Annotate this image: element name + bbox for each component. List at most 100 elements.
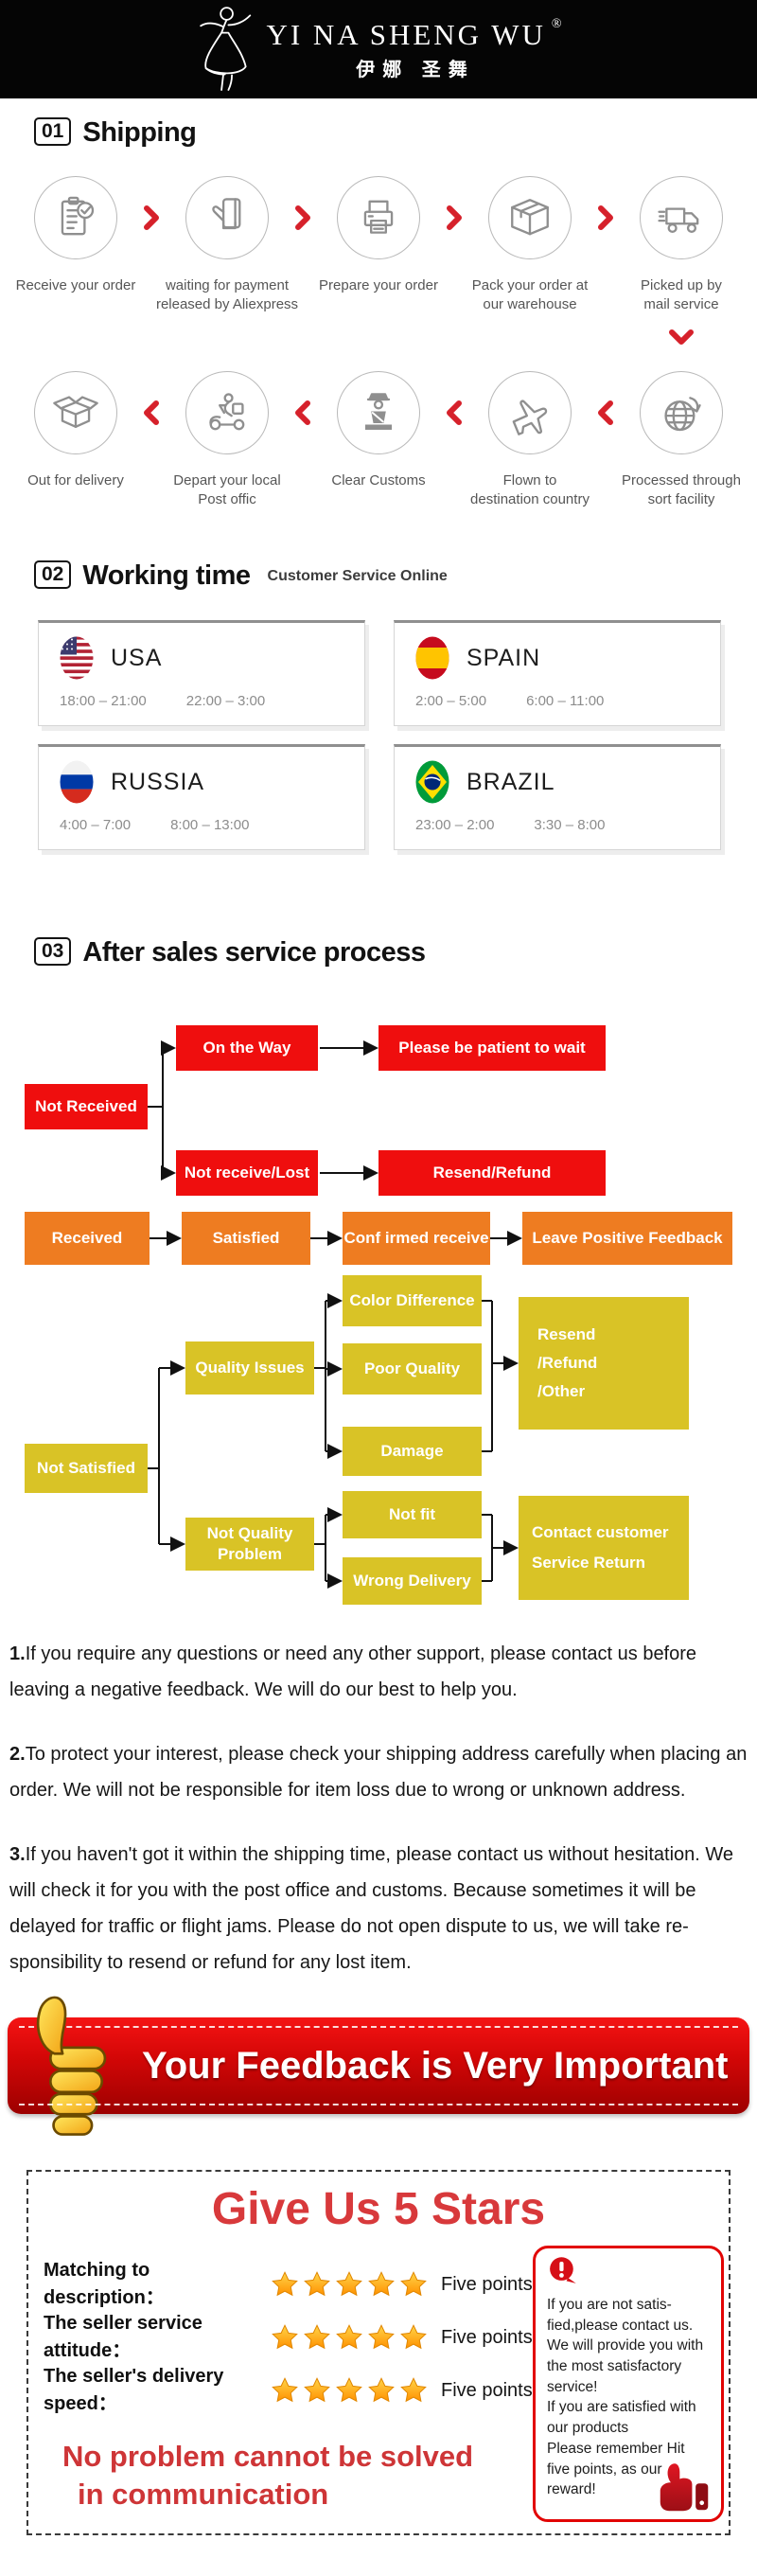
service-hours: 3:30 – 8:00 <box>534 817 606 833</box>
section-title-text: After sales service process <box>82 937 426 968</box>
star-icon <box>400 2377 427 2403</box>
star-icon <box>368 2271 395 2297</box>
five-stars-title: Give Us 5 Stars <box>211 2184 546 2234</box>
step-label: Prepare your order <box>319 277 438 293</box>
working-time-cards: USA 18:00 – 21:00 22:00 – 3:00 SPAIN 2: <box>38 620 721 850</box>
registered-mark: ® <box>551 17 565 31</box>
step-circle <box>488 176 572 259</box>
star-icon <box>304 2324 330 2350</box>
flow-box-wrong-delivery: Wrong Delivery <box>343 1557 482 1605</box>
section-title-text: Shipping <box>82 117 197 148</box>
step-circle <box>337 176 420 259</box>
note-text: If you haven't got it within the shippin… <box>9 1844 734 1973</box>
shipping-flow-row-1: Receive your order waiting for payment r… <box>0 176 757 315</box>
rating-points: Five points <box>441 2273 533 2295</box>
flow-box-poor-quality: Poor Quality <box>343 1343 482 1395</box>
alert-bubble-icon <box>550 2257 576 2283</box>
arrow-left-icon <box>142 400 161 426</box>
step-circle <box>34 176 117 259</box>
flow-box-leave-feedback: Leave Positive Feedback <box>522 1212 732 1265</box>
flow-box-quality-issues: Quality Issues <box>185 1341 314 1395</box>
customs-officer-icon <box>364 393 393 430</box>
step-label: Processed through sort facility <box>622 472 741 508</box>
printer-icon <box>363 200 394 234</box>
note-text: To protect your interest, please check y… <box>9 1744 748 1801</box>
red-thumbs-up-icon <box>660 2463 709 2512</box>
shipping-step: Processed through sort facility <box>606 371 757 510</box>
shipping-step: Flown to destination country <box>454 371 606 510</box>
star-icon <box>368 2377 395 2403</box>
shipping-flow-row-2: Out for delivery Depart your local Post … <box>0 371 757 510</box>
service-hours: 4:00 – 7:00 <box>60 817 132 833</box>
step-circle <box>640 176 723 259</box>
section-number-badge: 03 <box>34 937 72 966</box>
arrow-down-icon <box>668 328 695 346</box>
slogan-line-1: No problem cannot be solved <box>62 2440 474 2473</box>
flow-box-confirmed-receive: Conf irmed receive <box>343 1212 490 1265</box>
feedback-banner: Your Feedback is Very Important <box>8 1996 749 2136</box>
step-circle <box>640 371 723 454</box>
shipping-step: Receive your order <box>0 176 151 315</box>
star-icon <box>336 2377 362 2403</box>
step-circle <box>337 371 420 454</box>
five-stars-box: Give Us 5 Stars Matching to description：… <box>26 2170 731 2535</box>
tip-text: If you are not satis- fied,please contac… <box>547 2297 704 2498</box>
flow-box-not-fit: Not fit <box>343 1491 482 1538</box>
rating-stars <box>271 2270 437 2299</box>
flow-box-not-received: Not Received <box>25 1084 148 1129</box>
step-label: Depart your local Post offic <box>173 472 281 508</box>
rating-label: Matching to description： <box>44 2260 165 2308</box>
brazil-flag-icon <box>415 760 449 804</box>
airplane-icon <box>512 400 548 435</box>
flowchart-connectors <box>148 1040 522 1589</box>
feedback-banner-text: Your Feedback is Very Important <box>142 2044 729 2087</box>
flow-box-resend-refund-other: Resend /Refund /Other <box>519 1297 689 1430</box>
slogan-line-2: in communication <box>78 2477 329 2511</box>
step-label: Out for delivery <box>27 472 124 489</box>
working-time-card-spain: SPAIN 2:00 – 5:00 6:00 – 11:00 <box>394 620 721 726</box>
rating-points: Five points <box>441 2326 533 2348</box>
section-subtitle: Customer Service Online <box>267 568 448 584</box>
shipping-step: Clear Customs <box>303 371 454 510</box>
rating-label: The seller's delivery speed： <box>44 2366 224 2414</box>
star-icon <box>272 2324 298 2350</box>
slogan: No problem cannot be solved in communica… <box>28 2438 729 2513</box>
star-icon <box>368 2324 395 2350</box>
shipping-step: Picked up by mail service <box>606 176 757 315</box>
working-time-card-brazil: BRAZIL 23:00 – 2:00 3:30 – 8:00 <box>394 744 721 850</box>
courier-scooter-icon <box>209 393 245 431</box>
step-label: Pack your order at our warehouse <box>471 277 589 313</box>
dancer-logo-icon <box>200 7 252 91</box>
note-text: If you require any questions or need any… <box>9 1643 697 1700</box>
note-number: 2. <box>9 1744 26 1765</box>
arrow-right-icon <box>142 204 161 231</box>
rating-row-description: Matching to description： Five points <box>44 2258 729 2311</box>
star-icon <box>304 2271 330 2297</box>
working-time-card-russia: RUSSIA 4:00 – 7:00 8:00 – 13:00 <box>38 744 365 850</box>
shipping-step: Out for delivery <box>0 371 151 510</box>
globe-icon <box>664 397 701 432</box>
note-3: 3.If you haven't got it within the shipp… <box>9 1837 749 1981</box>
rating-rows: Matching to description： Five points The… <box>28 2258 729 2417</box>
section-title-text: Working time <box>82 560 251 591</box>
flow-box-received: Received <box>25 1212 150 1265</box>
step-label: Flown to destination country <box>470 472 590 508</box>
working-time-card-usa: USA 18:00 – 21:00 22:00 – 3:00 <box>38 620 365 726</box>
russia-flag-icon <box>60 760 94 804</box>
usa-flag-icon <box>60 636 94 680</box>
country-name: USA <box>111 644 163 671</box>
payment-card-icon <box>212 198 241 230</box>
after-sales-flowchart: On the Way Please be patient to wait Not… <box>0 1018 757 1609</box>
step-label: Clear Customs <box>331 472 426 489</box>
flow-box-be-patient: Please be patient to wait <box>378 1025 606 1071</box>
note-1: 1.If you require any questions or need a… <box>9 1636 749 1708</box>
service-hours: 18:00 – 21:00 <box>60 693 147 709</box>
section-number-badge: 01 <box>34 117 72 146</box>
country-name: SPAIN <box>467 644 541 671</box>
rating-stars <box>271 2323 437 2352</box>
service-hours: 2:00 – 5:00 <box>415 693 487 709</box>
step-label: Receive your order <box>15 277 136 293</box>
star-icon <box>336 2271 362 2297</box>
service-hours: 22:00 – 3:00 <box>185 693 266 709</box>
